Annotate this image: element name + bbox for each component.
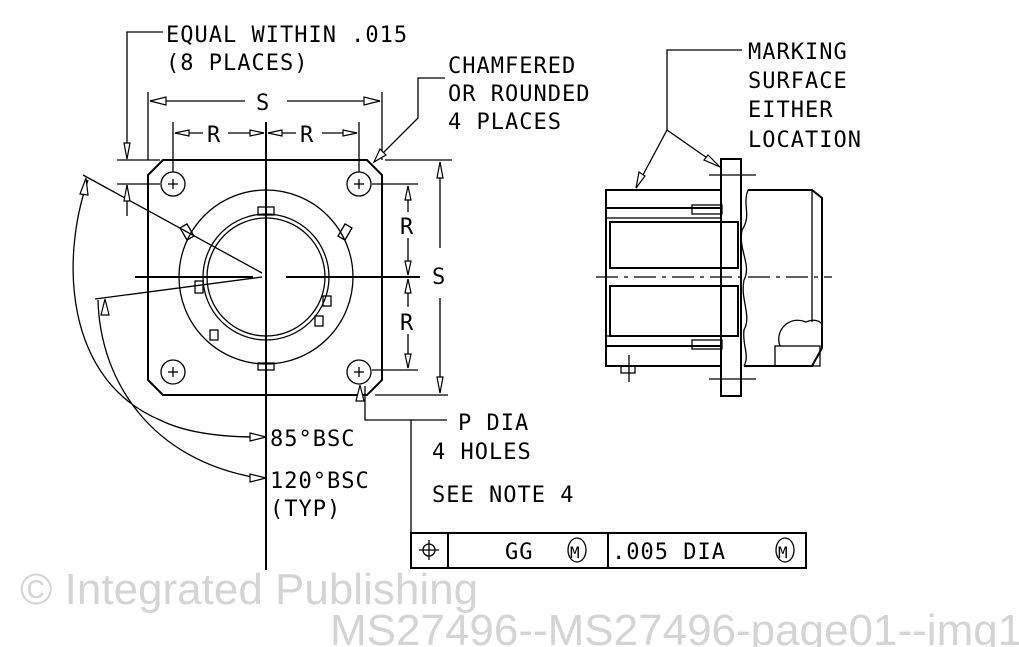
drawing-stroke [691, 339, 723, 350]
drawing-stroke [778, 319, 823, 347]
dim-s-right: S [432, 265, 446, 290]
drawing-stroke [774, 345, 821, 367]
front-view [72, 122, 420, 570]
drawing-stroke [149, 96, 167, 106]
angle-85-arc [72, 179, 259, 438]
drawing-stroke [337, 223, 353, 241]
drawing-stroke [194, 280, 204, 294]
note-p-dia: P DIA [458, 411, 529, 436]
drawing-stroke [364, 386, 447, 421]
note-chamfered-line1: CHAMFERED [448, 54, 576, 79]
drawing-stroke [363, 96, 381, 106]
drawing-stroke [404, 278, 412, 294]
drawing-stroke [404, 260, 412, 276]
drawing-stroke [314, 315, 324, 327]
fcf-datum: GG [505, 540, 534, 565]
drawing-stroke [79, 177, 89, 196]
drawing-stroke [635, 170, 646, 189]
drawing-stroke [372, 147, 387, 164]
drawing-stroke [744, 189, 823, 367]
drawing-stroke [740, 189, 749, 367]
drawing-stroke [620, 365, 636, 374]
watermark-line2: MS27496--MS27496-page01--img1 [330, 606, 1019, 647]
drawing-stroke [666, 49, 742, 130]
note-equal-within-line2: (8 PLACES) [166, 51, 308, 76]
note-chamfered-line3: 4 PLACES [448, 110, 562, 135]
side-section-view: MARKING SURFACE EITHER LOCATION [596, 40, 862, 397]
drawing-stroke [436, 161, 444, 179]
drawing-stroke [404, 185, 412, 201]
mounting-hole [160, 359, 186, 385]
drawing-stroke [123, 142, 131, 160]
note-see-note-4: SEE NOTE 4 [432, 483, 574, 508]
note-marking-line4: LOCATION [748, 128, 862, 153]
angle-120-label: 120°BSC [270, 469, 370, 494]
fcf-tolerance: .005 DIA [612, 540, 726, 565]
fcf-tolerance-modifier-circle [775, 537, 795, 563]
drawing-stroke [267, 129, 283, 137]
keyways [179, 206, 353, 371]
drawing-stroke [609, 221, 739, 269]
drawing-stroke [82, 174, 263, 274]
drawing-stroke [249, 432, 267, 442]
drawing-stroke [174, 129, 190, 137]
drawing-stroke [436, 376, 444, 394]
note-marking-line1: MARKING [748, 40, 848, 65]
drawing-stroke [100, 298, 110, 316]
fcf-modifier-circle [567, 537, 587, 563]
drawing-stroke [126, 31, 163, 155]
drawing-stroke [179, 223, 195, 241]
drawing-stroke [342, 129, 358, 137]
drawing-stroke [404, 353, 412, 369]
angle-120-arc [97, 299, 259, 479]
angle-85-label: 85°BSC [270, 427, 355, 452]
watermark-line1: © Integrated Publishing [20, 565, 478, 614]
position-icon [419, 540, 439, 560]
drawing-stroke [168, 179, 364, 377]
drawing-stroke [605, 335, 722, 347]
dim-s-top: S [256, 91, 270, 116]
drawing-stroke [609, 285, 739, 337]
drawing-stroke [373, 77, 445, 163]
dimensions: S R R EQUAL WITHIN .015 (8 PLACES) CHAMF… [117, 23, 590, 533]
mounting-hole [346, 359, 372, 385]
fcf-tolerance-modifier: M [778, 543, 789, 562]
drawing-stroke [691, 204, 723, 215]
drawing-stroke [249, 129, 265, 137]
drawing-stroke [322, 295, 332, 307]
note-equal-within-line1: EQUAL WITHIN .015 [166, 23, 408, 48]
note-marking-line3: EITHER [748, 98, 833, 123]
drawing-stroke [94, 276, 263, 300]
fcf-modifier: M [570, 543, 581, 562]
dim-r-lower: R [400, 311, 414, 336]
drawing-stroke [355, 384, 365, 402]
drawing-stroke [605, 207, 722, 219]
drawing-stroke [703, 154, 721, 168]
drawing-stroke [123, 184, 131, 202]
note-marking-line2: SURFACE [748, 69, 848, 94]
drawing-stroke [249, 473, 267, 483]
feature-control-frame: GG M .005 DIA M [410, 532, 807, 569]
mounting-plate [147, 159, 383, 396]
note-chamfered-line2: OR ROUNDED [448, 82, 590, 107]
dim-r-upper: R [400, 215, 414, 240]
drawing-stroke [209, 329, 219, 341]
angle-typ-label: (TYP) [270, 497, 341, 522]
dim-r-left: R [207, 123, 221, 148]
dim-r-right: R [300, 123, 314, 148]
note-4-holes: 4 HOLES [432, 440, 532, 465]
